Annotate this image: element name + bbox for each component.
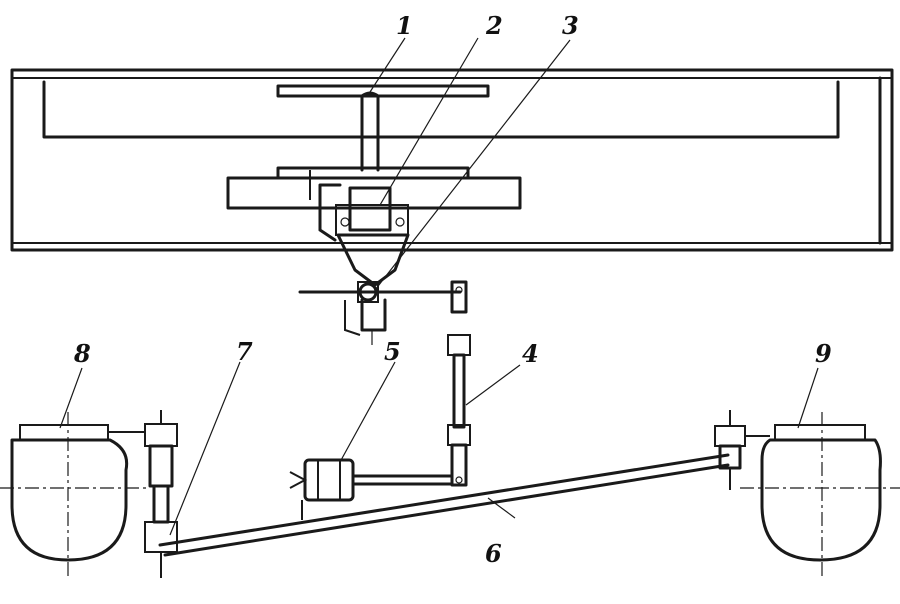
vertical-link-rod: [447, 280, 471, 487]
callout-4: 4: [522, 339, 539, 368]
frame-beam: [10, 68, 894, 252]
callout-2: 2: [485, 11, 503, 40]
callout-3: 3: [562, 11, 579, 40]
callout-labels: 1 2 3 4 5 6 7 8 9: [73, 11, 832, 568]
leader-lines: [59, 37, 819, 536]
callout-7: 7: [236, 337, 253, 366]
i-beam: [276, 84, 490, 180]
right-link: [714, 410, 770, 490]
callout-9: 9: [815, 339, 832, 368]
actuator-cylinder: [289, 458, 454, 520]
left-link: [108, 410, 178, 578]
pivot-lever: [298, 281, 462, 345]
left-wheel: [0, 412, 150, 578]
callout-5: 5: [384, 337, 401, 366]
mounting-plate: [226, 176, 522, 210]
right-wheel: [740, 412, 900, 578]
callout-6: 6: [485, 539, 502, 568]
tie-rod: [158, 453, 730, 557]
callout-1: 1: [396, 11, 413, 40]
valve-housing: [309, 170, 410, 287]
callout-8: 8: [73, 339, 91, 368]
